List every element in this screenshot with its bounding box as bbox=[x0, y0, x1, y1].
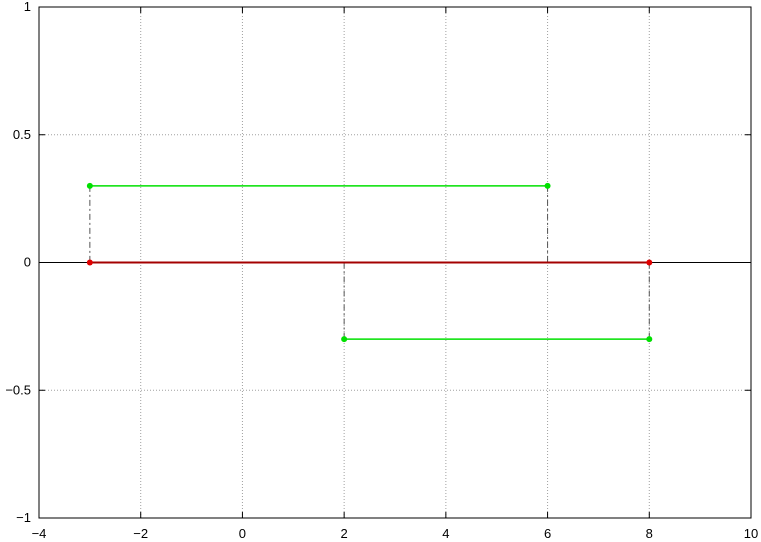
y-tick-label: −0.5 bbox=[5, 382, 31, 397]
tick-marks bbox=[38, 6, 752, 519]
x-tick-label: 10 bbox=[744, 526, 758, 541]
x-tick-label: 4 bbox=[442, 526, 449, 541]
data-point bbox=[544, 182, 551, 189]
data-point bbox=[646, 259, 653, 266]
x-tick-label: 8 bbox=[646, 526, 653, 541]
data-point bbox=[341, 336, 348, 343]
y-tick-label: 0.5 bbox=[13, 127, 31, 142]
y-tick-label: −1 bbox=[16, 510, 31, 525]
series-layer bbox=[86, 182, 653, 343]
x-tick-label: −2 bbox=[133, 526, 148, 541]
x-tick-label: −4 bbox=[32, 526, 47, 541]
x-tick-label: 6 bbox=[544, 526, 551, 541]
tick-labels: −4 −2 0 2 4 6 8 10 −1 −0.5 0 0.5 1 bbox=[5, 0, 758, 541]
connector-layer bbox=[89, 185, 650, 340]
data-point bbox=[646, 336, 653, 343]
data-point bbox=[86, 182, 93, 189]
x-tick-label: 0 bbox=[239, 526, 246, 541]
data-point bbox=[86, 259, 93, 266]
x-tick-label: 2 bbox=[341, 526, 348, 541]
y-tick-label: 0 bbox=[24, 255, 31, 270]
y-tick-label: 1 bbox=[24, 0, 31, 14]
